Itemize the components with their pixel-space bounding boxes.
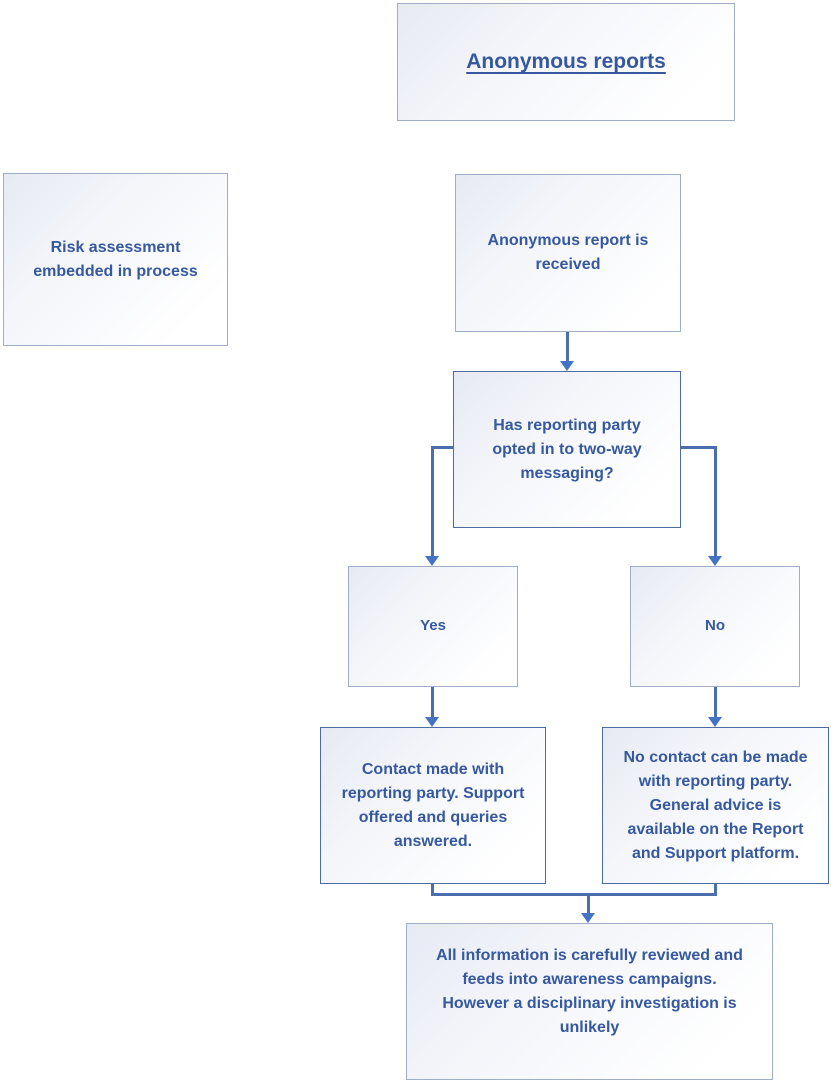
arrowhead-no-to-no-contact bbox=[708, 717, 722, 727]
flowchart-title-box: Anonymous reports bbox=[397, 3, 735, 121]
node-no: No bbox=[630, 566, 800, 687]
node-no-contact-label: No contact can be made with reporting pa… bbox=[623, 748, 808, 862]
connector-decision-to-yes-vertical bbox=[431, 446, 434, 557]
connector-contact-merge-stub bbox=[431, 884, 434, 896]
connector-received-to-decision bbox=[566, 332, 569, 362]
node-report-received-label: Anonymous report is received bbox=[487, 232, 649, 273]
arrowhead-yes-to-contact bbox=[425, 717, 439, 727]
connector-merge-to-outcome bbox=[587, 893, 590, 914]
node-no-contact: No contact can be made with reporting pa… bbox=[602, 727, 829, 884]
node-decision-two-way: Has reporting party opted in to two-way … bbox=[453, 371, 681, 528]
connector-merge-horizontal bbox=[431, 893, 717, 896]
connector-decision-to-no-vertical bbox=[714, 446, 717, 557]
arrowhead-merge-to-outcome bbox=[581, 913, 595, 923]
connector-no-contact-merge-stub bbox=[714, 884, 717, 896]
arrowhead-decision-to-no bbox=[708, 556, 722, 566]
arrowhead-decision-to-yes bbox=[425, 556, 439, 566]
node-risk-assessment: Risk assessment embedded in process bbox=[3, 173, 228, 346]
node-report-received: Anonymous report is received bbox=[455, 174, 681, 332]
node-yes-label: Yes bbox=[420, 617, 446, 635]
node-contact-made-label: Contact made with reporting party. Suppo… bbox=[341, 760, 525, 850]
node-contact-made: Contact made with reporting party. Suppo… bbox=[320, 727, 546, 884]
node-risk-assessment-label: Risk assessment embedded in process bbox=[33, 238, 198, 280]
connector-decision-to-yes-horizontal bbox=[431, 446, 453, 449]
node-no-label: No bbox=[705, 617, 725, 635]
connector-decision-to-no-horizontal bbox=[681, 446, 717, 449]
connector-yes-to-contact bbox=[431, 687, 434, 718]
node-decision-two-way-label: Has reporting party opted in to two-way … bbox=[492, 416, 642, 482]
arrowhead-received-to-decision bbox=[560, 361, 574, 371]
connector-no-to-no-contact bbox=[714, 687, 717, 718]
node-outcome: All information is carefully reviewed an… bbox=[406, 923, 773, 1080]
node-yes: Yes bbox=[348, 566, 518, 687]
node-outcome-label: All information is carefully reviewed an… bbox=[436, 946, 743, 1036]
flowchart-title: Anonymous reports bbox=[466, 50, 666, 74]
